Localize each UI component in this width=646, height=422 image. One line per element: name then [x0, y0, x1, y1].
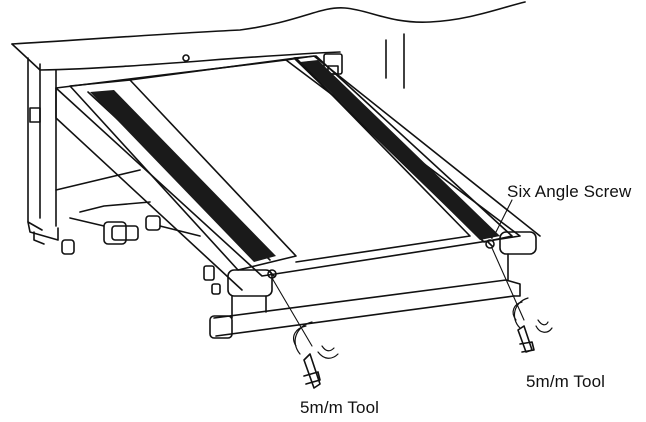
running-belt-surface: [129, 57, 471, 263]
leader-lines: [271, 199, 525, 347]
left-upright-frame: [27, 57, 141, 255]
console-housing: [11, 1, 526, 71]
front-roller-hardware: [69, 201, 221, 295]
rear-end-caps: [227, 231, 537, 297]
six-angle-screw-right: [485, 239, 495, 249]
hex-tool-right-icon: [517, 325, 535, 353]
tool-right-label: 5m/m Tool: [526, 372, 606, 391]
right-upright-frame: [182, 33, 405, 89]
rear-stabilizer-bar: [209, 253, 521, 339]
six-angle-screw-label: Six Angle Screw: [507, 182, 632, 201]
turning-motion-arcs: [293, 297, 553, 359]
tool-left-label: 5m/m Tool: [300, 398, 380, 417]
running-belt-edges: [90, 60, 500, 262]
hex-tool-left-icon: [303, 353, 321, 389]
